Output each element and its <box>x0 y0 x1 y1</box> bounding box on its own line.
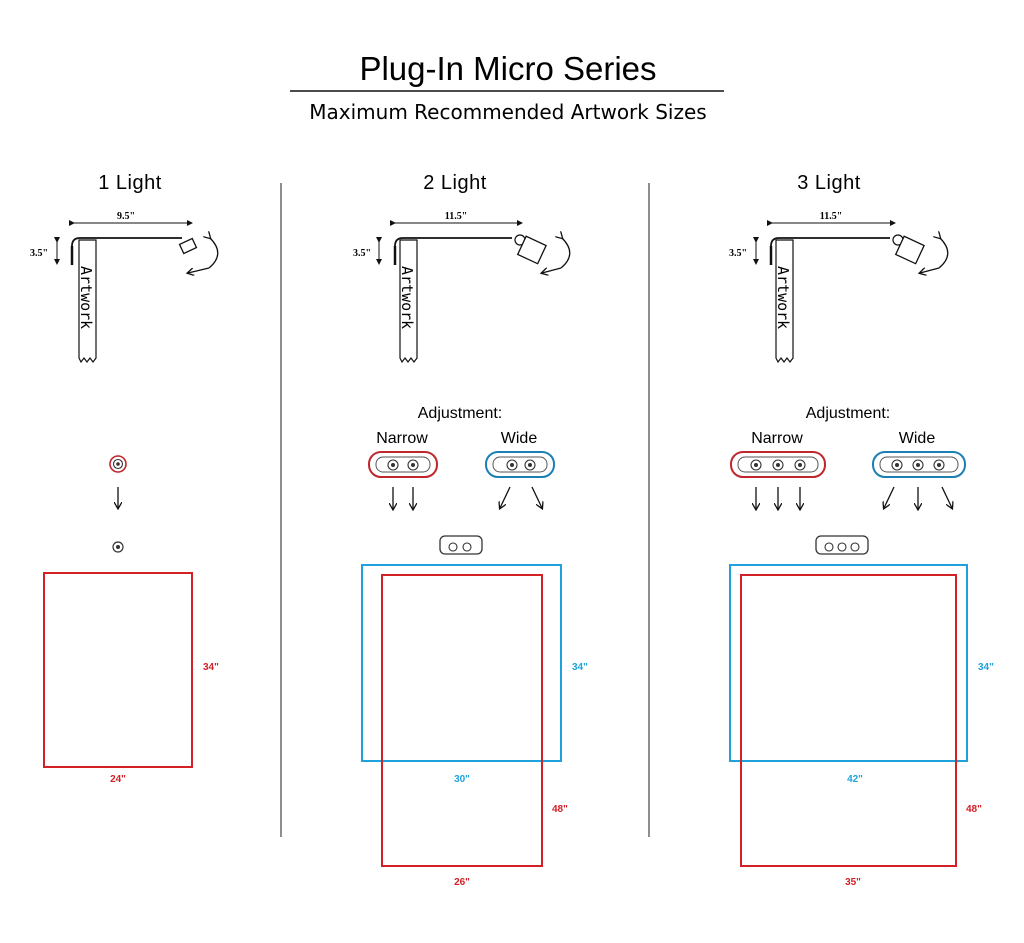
lamp-arm <box>770 237 890 247</box>
narrow-fixture-icon <box>375 456 431 473</box>
red-height-label: 34" <box>203 662 219 673</box>
lens-center-icon <box>937 463 941 467</box>
red-width-label: 35" <box>845 877 861 888</box>
wide-beam-arrow-icon <box>941 486 952 508</box>
rotation-arrow-tail <box>542 267 562 273</box>
lens-icon <box>448 542 458 552</box>
adjustment-label: Adjustment: <box>806 405 890 422</box>
artwork-panel <box>78 239 97 364</box>
column-heading: 3 Light <box>797 172 861 194</box>
lens-icon <box>850 542 860 552</box>
lens-center-icon <box>391 463 395 467</box>
blue-height-label: 34" <box>572 662 588 673</box>
lamp-head-icon <box>178 237 198 255</box>
page-subtitle: Maximum Recommended Artwork Sizes <box>309 100 706 124</box>
lens-center-icon <box>895 463 899 467</box>
wide-beam-arrow-icon <box>531 486 542 508</box>
adjustment-label: Adjustment: <box>418 405 502 422</box>
narrow-label: Narrow <box>751 430 803 447</box>
page-title: Plug-In Micro Series <box>359 50 656 87</box>
artwork-label: Artwork <box>398 266 416 329</box>
lamp-arm <box>394 237 512 247</box>
lens-center-icon <box>411 463 415 467</box>
lens-center-icon <box>116 462 120 466</box>
blue-coverage-rect <box>729 564 968 762</box>
red-coverage-rect <box>43 572 193 768</box>
two-light-fixture-icon <box>439 535 483 555</box>
column-3-light: 3 Light 11.5" 3.5" Artwork Adjustment: N… <box>729 172 994 888</box>
arm-height-label: 3.5" <box>729 248 747 259</box>
lamp-head-icon <box>514 234 547 265</box>
artwork-label: Artwork <box>77 266 95 329</box>
arm-length-label: 11.5" <box>820 211 843 222</box>
red-coverage-rect <box>381 574 543 867</box>
rotation-arrow-tail <box>920 267 940 273</box>
rotation-arrow-icon <box>209 238 219 269</box>
artwork-label: Artwork <box>774 266 792 329</box>
red-coverage-rect <box>740 574 957 867</box>
lens-center-icon <box>916 463 920 467</box>
wide-fixture-icon <box>492 456 548 473</box>
arm-length-label: 9.5" <box>117 211 135 222</box>
lens-center-icon <box>528 463 532 467</box>
wide-beam-arrow-icon <box>884 486 895 508</box>
red-width-label: 26" <box>454 877 470 888</box>
blue-width-label: 42" <box>847 774 863 785</box>
artwork-panel <box>775 239 794 364</box>
wide-beam-arrow-icon <box>500 486 511 508</box>
arm-length-label: 11.5" <box>445 211 468 222</box>
artwork-panel <box>399 239 418 364</box>
lens-icon <box>837 542 847 552</box>
blue-coverage-rect <box>361 564 562 762</box>
rotation-arrow-tail <box>188 267 210 273</box>
column-heading: 1 Light <box>98 172 162 194</box>
lamp-head-icon <box>892 234 925 265</box>
blue-height-label: 34" <box>978 662 994 673</box>
red-height-label: 48" <box>966 804 982 815</box>
rotation-arrow-icon <box>939 238 949 269</box>
red-width-label: 24" <box>110 774 126 785</box>
light-fixture-center-icon <box>116 545 120 549</box>
narrow-label: Narrow <box>376 430 428 447</box>
wide-label: Wide <box>899 430 936 447</box>
arm-height-label: 3.5" <box>353 248 371 259</box>
column-1-light: 1 Light 9.5" 3.5" Artwork 24" 34" <box>30 172 219 785</box>
lens-center-icon <box>776 463 780 467</box>
red-height-label: 48" <box>552 804 568 815</box>
lamp-arm <box>71 237 182 247</box>
wide-label: Wide <box>501 430 538 447</box>
lens-center-icon <box>510 463 514 467</box>
column-2-light: 2 Light 11.5" 3.5" Artwork Adjustment: N… <box>353 172 588 888</box>
lens-icon <box>824 542 834 552</box>
column-heading: 2 Light <box>423 172 487 194</box>
blue-width-label: 30" <box>454 774 470 785</box>
lens-center-icon <box>798 463 802 467</box>
rotation-arrow-icon <box>561 238 571 269</box>
lens-icon <box>462 542 472 552</box>
lens-center-icon <box>754 463 758 467</box>
arm-height-label: 3.5" <box>30 248 48 259</box>
